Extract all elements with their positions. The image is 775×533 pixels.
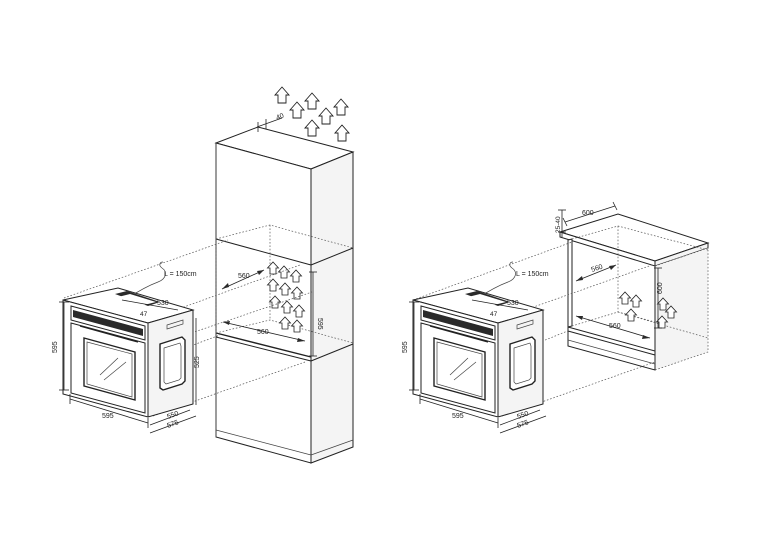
tall-cabinet xyxy=(214,126,355,464)
cable-length-label-right: L = 150cm xyxy=(516,271,549,278)
base-cabinet xyxy=(558,213,710,371)
left-installation: 40 560 560 xyxy=(52,86,355,464)
dim-vent-gap: 40 xyxy=(275,113,285,122)
dim-depth-top: 530 xyxy=(157,300,169,307)
dim-small: 47 xyxy=(140,311,148,318)
cable-length-label: L = 150cm xyxy=(164,271,197,278)
dim-depth-a: 550 xyxy=(166,410,179,421)
right-installation: 600 25-40 560 560 600 xyxy=(402,201,710,434)
dim-niche-width-bottom: 560 xyxy=(257,329,269,336)
vent-gap-dimension: 40 xyxy=(256,113,285,132)
base-cabinet-dimensions: 600 25-40 560 560 600 xyxy=(555,201,664,339)
dim-niche-width-top: 560 xyxy=(238,273,250,280)
dim-depth-a-right: 550 xyxy=(516,410,529,421)
power-cable-right: L = 150cm xyxy=(477,261,549,299)
oven-left-dimensions: 530 47 595 525 595 550 575 xyxy=(52,299,201,434)
dim-height: 600 xyxy=(657,282,664,294)
dim-depth-top-right: 530 xyxy=(507,300,519,307)
oven-right xyxy=(412,287,545,418)
dim-depth-b-right: 575 xyxy=(516,419,529,430)
dim-width: 595 xyxy=(102,413,114,420)
dim-depth-b: 575 xyxy=(166,419,179,430)
dim-inner-height: 525 xyxy=(194,356,201,368)
dim-top-width: 600 xyxy=(582,210,594,217)
dim-height: 595 xyxy=(52,341,59,353)
cabinet-dimensions: 560 560 595 xyxy=(221,269,323,357)
dim-height-right: 595 xyxy=(402,341,409,353)
vent-arrows-top xyxy=(274,86,350,142)
power-cable: L = 150cm xyxy=(127,261,197,299)
dim-niche-depth: 560 xyxy=(590,264,603,274)
dim-niche-height: 595 xyxy=(316,318,323,330)
oven-right-dimensions: 530 47 595 595 550 575 xyxy=(402,299,547,434)
oven-left xyxy=(62,287,195,418)
dim-niche-width: 560 xyxy=(609,323,621,330)
dim-small-right: 47 xyxy=(490,311,498,318)
dim-gap: 25-40 xyxy=(555,216,562,233)
dim-width-right: 595 xyxy=(452,413,464,420)
